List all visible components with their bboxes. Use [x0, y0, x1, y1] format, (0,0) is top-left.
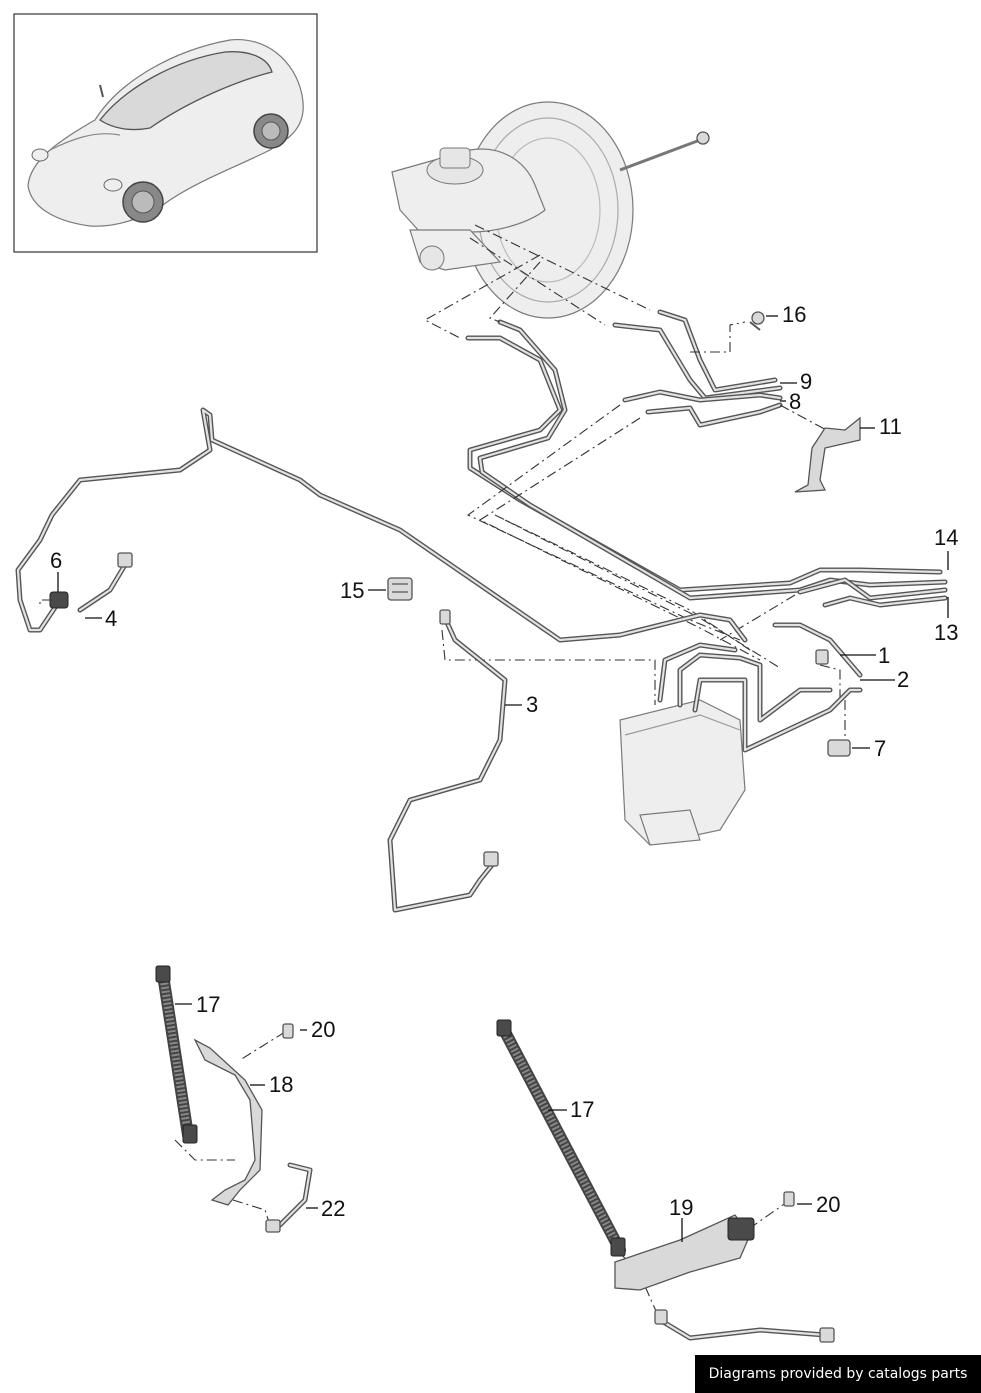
callout-14: 14 [934, 525, 958, 550]
clip-7 [827, 739, 851, 757]
brake-pipe-3 [387, 609, 508, 913]
callout-2: 2 [897, 667, 909, 692]
callout-22: 22 [321, 1196, 345, 1221]
leader-lines [57, 315, 949, 1242]
callout-1: 1 [878, 643, 890, 668]
callout-15: 15 [340, 578, 364, 603]
callout-4: 4 [105, 606, 117, 631]
callout-6: 6 [50, 548, 62, 573]
callout-7: 7 [874, 736, 886, 761]
vehicle-inset [13, 13, 318, 253]
clip-6 [49, 591, 69, 609]
brake-pipes-upper [465, 309, 948, 608]
brake-hose-17-left [155, 965, 198, 1144]
bracket-18 [193, 1038, 263, 1206]
hydraulic-unit [619, 622, 863, 846]
clip-15 [387, 577, 413, 601]
screw-20-left [282, 1023, 294, 1039]
callout-20-left: 20 [311, 1017, 335, 1042]
callouts: 1 2 3 4 6 7 8 9 11 13 14 15 16 17 17 18 … [50, 302, 958, 1221]
callout-20-right: 20 [816, 1192, 840, 1217]
callout-19: 19 [669, 1195, 693, 1220]
brake-hose-17-right [496, 1019, 626, 1257]
brake-pipe-22 [265, 1162, 313, 1233]
callout-9: 9 [800, 369, 812, 394]
bracket-11 [794, 416, 861, 493]
callout-17-right: 17 [570, 1097, 594, 1122]
screw-16 [749, 311, 765, 331]
callout-18: 18 [269, 1072, 293, 1097]
diagram-credit: Diagrams provided by catalogs parts [695, 1355, 981, 1393]
callout-11: 11 [879, 414, 902, 439]
callout-8: 8 [789, 389, 801, 414]
car-illustration [27, 38, 304, 227]
brake-pipe-right-lower [654, 1309, 835, 1343]
bracket-19 [614, 1214, 755, 1291]
master-cylinder-reservoir [391, 147, 546, 271]
callout-17-left: 17 [196, 992, 220, 1017]
callout-13: 13 [934, 620, 958, 645]
screw-20-right [783, 1191, 795, 1207]
callout-3: 3 [526, 692, 538, 717]
brake-pipe-4 [15, 407, 748, 643]
callout-16: 16 [782, 302, 806, 327]
